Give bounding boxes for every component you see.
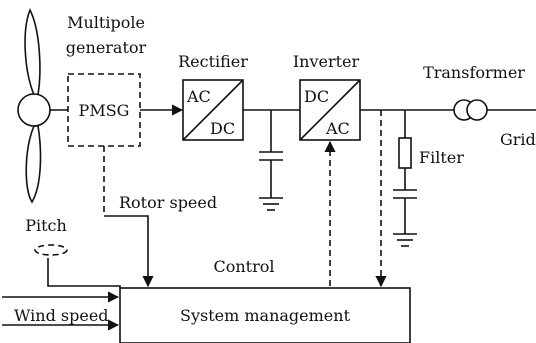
- multipole-label-line2: generator: [66, 38, 147, 57]
- transformer-icon: [453, 99, 488, 121]
- rectifier-label: Rectifier: [178, 52, 248, 71]
- wind-speed-label: Wind speed: [14, 306, 109, 325]
- inverter-diagonal: [299, 79, 361, 141]
- inverter-label: Inverter: [293, 52, 360, 71]
- pmsg-label: PMSG: [79, 101, 130, 120]
- turbine-hub: [17, 93, 51, 127]
- ground-icon: [259, 197, 283, 211]
- rectifier-ac-label: AC: [186, 87, 211, 106]
- turbine-blade-top: [24, 8, 41, 96]
- system-management-label: System management: [180, 306, 351, 325]
- filter-ground-icon: [393, 233, 417, 247]
- wind-turbine-icon: [17, 8, 68, 204]
- inverter-ac-label: AC: [325, 119, 350, 138]
- transformer-label: Transformer: [423, 63, 525, 82]
- rectifier-diagonal: [182, 79, 244, 141]
- multipole-label-line1: Multipole: [67, 13, 145, 32]
- rectifier-dc-label: DC: [210, 119, 235, 138]
- filter-label: Filter: [419, 148, 464, 167]
- system-management-box: [119, 287, 411, 343]
- grid-label: Grid: [500, 130, 536, 149]
- filter-circuit: [393, 110, 417, 234]
- inverter-dc-label: DC: [304, 87, 329, 106]
- rotor-speed-signal-arrow: [104, 215, 154, 288]
- filter-resistor: [398, 137, 412, 169]
- control-label: Control: [213, 257, 274, 276]
- dc-link-capacitor: [259, 110, 283, 198]
- pitch-ellipse-icon: [34, 244, 68, 256]
- turbine-blade-bottom: [25, 125, 42, 204]
- pitch-label: Pitch: [25, 216, 67, 235]
- rotor-speed-label: Rotor speed: [119, 193, 217, 212]
- pitch-link: [47, 278, 121, 288]
